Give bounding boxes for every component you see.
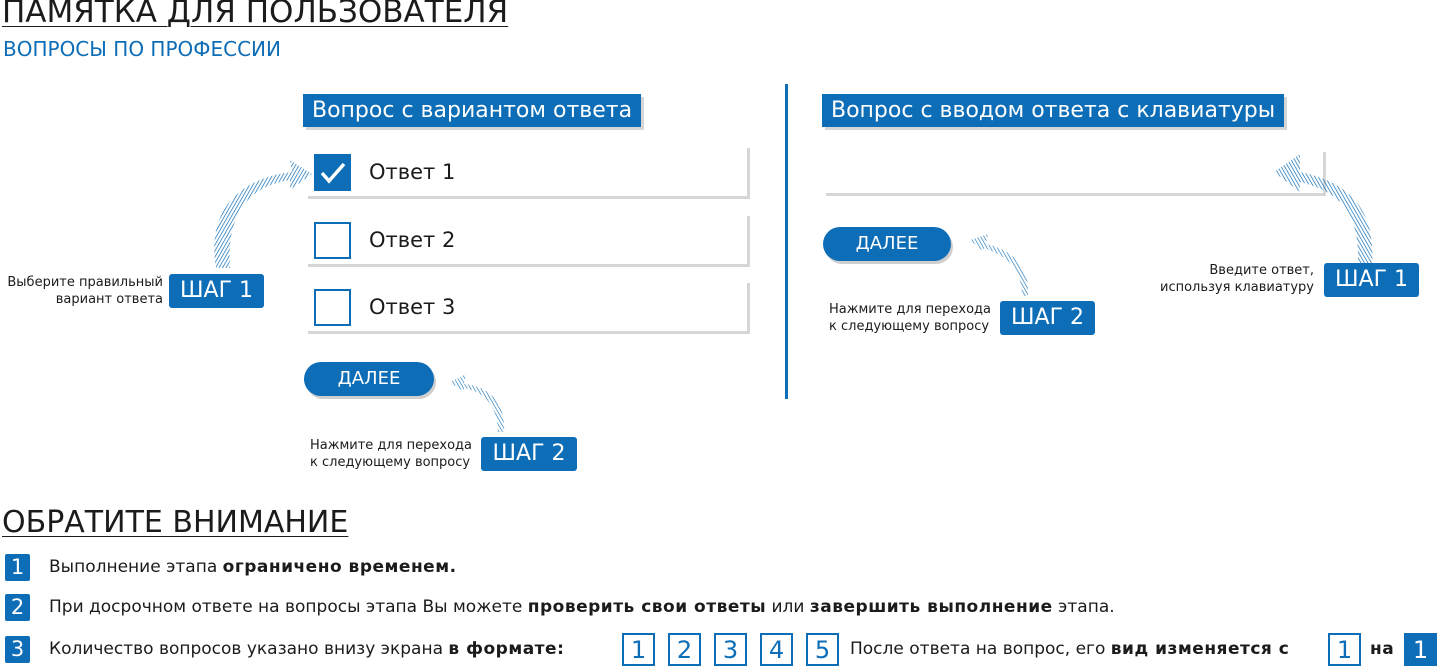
curved-arrow-icon: [214, 160, 312, 268]
next-button[interactable]: ДАЛЕЕ: [304, 362, 434, 396]
panel-divider: [785, 84, 788, 399]
step2-hint-right: Нажмите для перехода к следующему вопрос…: [829, 302, 992, 334]
keyboard-input-heading: Вопрос с вводом ответа с клавиатуры: [822, 94, 1285, 127]
step2-badge: ШАГ 2: [481, 437, 577, 471]
answer-label-1: Ответ 1: [369, 160, 456, 184]
step1-badge-right: ШАГ 1: [1324, 263, 1419, 297]
page-subtitle: ВОПРОСЫ ПО ПРОФЕССИИ: [3, 37, 281, 61]
question-box-5: 5: [806, 633, 839, 666]
answer-checkbox-1[interactable]: [314, 154, 351, 191]
answer-checkbox-3[interactable]: [314, 289, 351, 326]
answer-option-3[interactable]: Ответ 3: [308, 283, 750, 334]
question-box-unanswered: 1: [1328, 633, 1361, 666]
answer-input[interactable]: [826, 152, 1326, 196]
step1-hint-right: Введите ответ, используя клавиатуру: [1160, 263, 1314, 295]
page-title: ПАМЯТКА ДЛЯ ПОЛЬЗОВАТЕЛЯ: [2, 0, 509, 30]
note-number-3: 3: [5, 636, 30, 663]
answer-checkbox-2[interactable]: [314, 222, 351, 259]
notes-title: ОБРАТИТЕ ВНИМАНИЕ: [2, 505, 349, 540]
curved-arrow-icon: [450, 374, 505, 432]
curved-arrow-icon: [970, 234, 1029, 296]
note-text-3: Количество вопросов указано внизу экрана…: [49, 639, 565, 659]
note-text-3c: на: [1370, 639, 1395, 659]
multiple-choice-heading: Вопрос с вариантом ответа: [303, 94, 642, 127]
next-button-right[interactable]: ДАЛЕЕ: [823, 227, 951, 261]
question-box-4: 4: [760, 633, 793, 666]
checkmark-icon: [320, 162, 346, 184]
step1-hint: Выберите правильный вариант ответа: [7, 275, 163, 307]
note-text-2: При досрочном ответе на вопросы этапа Вы…: [49, 597, 1115, 617]
question-box-2: 2: [668, 633, 701, 666]
note-number-2: 2: [5, 594, 30, 621]
answer-option-2[interactable]: Ответ 2: [308, 216, 750, 267]
note-number-1: 1: [5, 554, 30, 581]
step2-hint: Нажмите для перехода к следующему вопрос…: [310, 438, 473, 470]
answer-label-3: Ответ 3: [369, 295, 456, 319]
question-box-answered: 1: [1404, 633, 1437, 666]
step1-badge: ШАГ 1: [169, 274, 264, 308]
curved-arrow-icon: [1274, 154, 1373, 264]
answer-option-1[interactable]: Ответ 1: [308, 148, 750, 199]
step2-badge-right: ШАГ 2: [1000, 301, 1095, 335]
note-text-3b: После ответа на вопрос, его вид изменяет…: [850, 639, 1290, 659]
answer-label-2: Ответ 2: [369, 228, 456, 252]
question-box-3: 3: [714, 633, 747, 666]
note-text-1: Выполнение этапа ограничено временем.: [49, 557, 457, 577]
question-box-1: 1: [622, 633, 655, 666]
